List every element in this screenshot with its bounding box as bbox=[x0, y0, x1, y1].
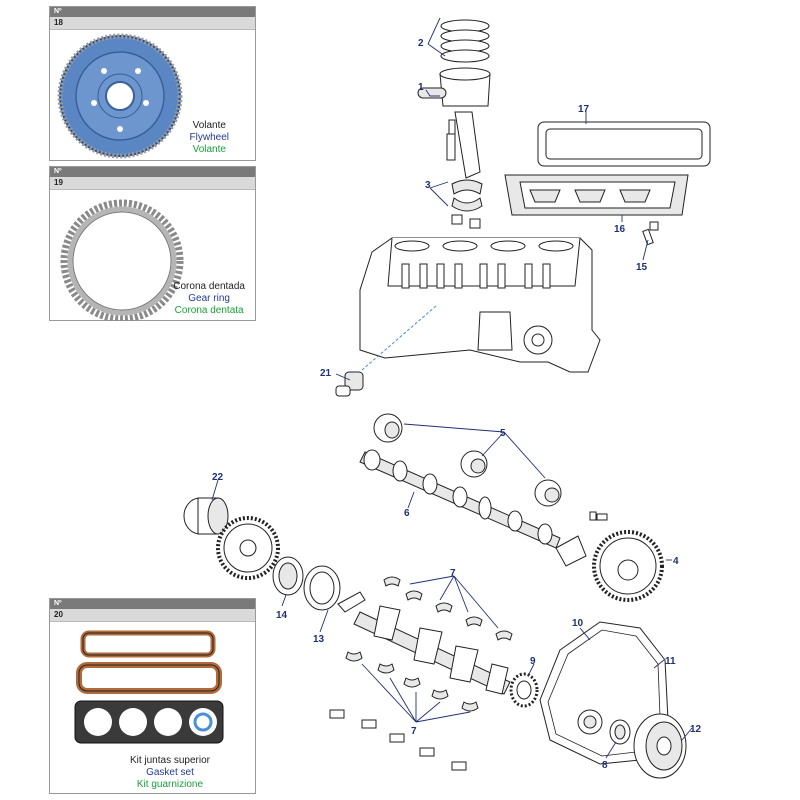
callout-17: 17 bbox=[578, 104, 590, 115]
name-spanish: Corona dentada bbox=[173, 281, 245, 292]
name-english: Gasket set bbox=[146, 767, 194, 778]
crank-pulley[interactable] bbox=[633, 713, 687, 779]
callout-21: 21 bbox=[320, 368, 332, 379]
block-plug[interactable] bbox=[335, 371, 364, 397]
name-italian: Corona dentata bbox=[174, 305, 244, 316]
rocker-cover[interactable] bbox=[504, 174, 689, 216]
name-italian: Volante bbox=[192, 144, 226, 155]
callout-1: 1 bbox=[418, 82, 424, 93]
valve-cover-gasket[interactable] bbox=[537, 121, 711, 167]
part-card-flywheel[interactable]: Nº 18 Volante Flywheel Volante bbox=[49, 6, 256, 161]
engine-block[interactable] bbox=[359, 237, 601, 373]
callout-11: 11 bbox=[665, 656, 676, 667]
seal-retainer[interactable] bbox=[303, 565, 366, 613]
card-number: 19 bbox=[50, 177, 255, 190]
oil-seal[interactable] bbox=[272, 556, 304, 596]
card-header: Nº bbox=[50, 599, 255, 609]
leader-lines bbox=[211, 17, 693, 759]
piston[interactable] bbox=[417, 67, 491, 107]
piston-rings[interactable] bbox=[440, 19, 490, 63]
name-english: Gear ring bbox=[188, 293, 230, 304]
crankshaft[interactable] bbox=[353, 605, 511, 695]
main-bearings-lower[interactable] bbox=[329, 651, 479, 771]
main-bearings-upper[interactable] bbox=[383, 576, 513, 641]
gear-ring-icon bbox=[60, 199, 184, 321]
camshaft[interactable] bbox=[359, 449, 561, 549]
crank-gear[interactable] bbox=[509, 672, 539, 708]
camshaft-bearings[interactable] bbox=[373, 413, 562, 507]
card-number: 18 bbox=[50, 17, 255, 30]
cover-bolt[interactable] bbox=[642, 221, 659, 246]
gasket-set-icon bbox=[74, 630, 224, 744]
callout-4: 4 bbox=[673, 556, 679, 567]
callout-8: 8 bbox=[602, 760, 608, 771]
callout-6: 6 bbox=[404, 508, 410, 519]
card-header: Nº bbox=[50, 167, 255, 177]
callout-2: 2 bbox=[418, 38, 424, 49]
callout-12: 12 bbox=[690, 724, 702, 735]
callout-9: 9 bbox=[530, 656, 536, 667]
name-english: Flywheel bbox=[189, 132, 229, 143]
part-card-gear-ring[interactable]: Nº 19 Corona dentada Gear ring Corona de… bbox=[49, 166, 256, 321]
auxiliary-pulley[interactable] bbox=[183, 497, 280, 580]
connecting-rod[interactable] bbox=[446, 111, 481, 179]
card-header: Nº bbox=[50, 7, 255, 17]
callout-15: 15 bbox=[636, 262, 648, 273]
rod-bearings[interactable] bbox=[451, 179, 483, 229]
card-number: 20 bbox=[50, 609, 255, 622]
callout-13: 13 bbox=[313, 634, 325, 645]
name-spanish: Kit juntas superior bbox=[129, 755, 210, 766]
callout-10: 10 bbox=[572, 618, 584, 629]
callout-16: 16 bbox=[614, 224, 626, 235]
cam-gear[interactable] bbox=[555, 511, 664, 602]
callout-14: 14 bbox=[276, 610, 288, 621]
callout-5: 5 bbox=[500, 428, 506, 439]
name-spanish: Volante bbox=[192, 120, 226, 131]
callout-3: 3 bbox=[425, 180, 431, 191]
flywheel-icon bbox=[57, 33, 183, 159]
front-seal[interactable] bbox=[609, 719, 631, 745]
name-italian: Kit guarnizione bbox=[136, 779, 204, 790]
callout-7-lower: 7 bbox=[411, 726, 417, 737]
part-card-gasket-set[interactable]: Nº 20 Kit juntas superior Gasket set Kit… bbox=[49, 598, 256, 794]
callout-22: 22 bbox=[212, 472, 224, 483]
callout-7-upper: 7 bbox=[450, 568, 456, 579]
callout-labels: 1 2 3 4 5 6 7 7 8 9 10 11 12 13 14 15 16… bbox=[212, 38, 702, 771]
